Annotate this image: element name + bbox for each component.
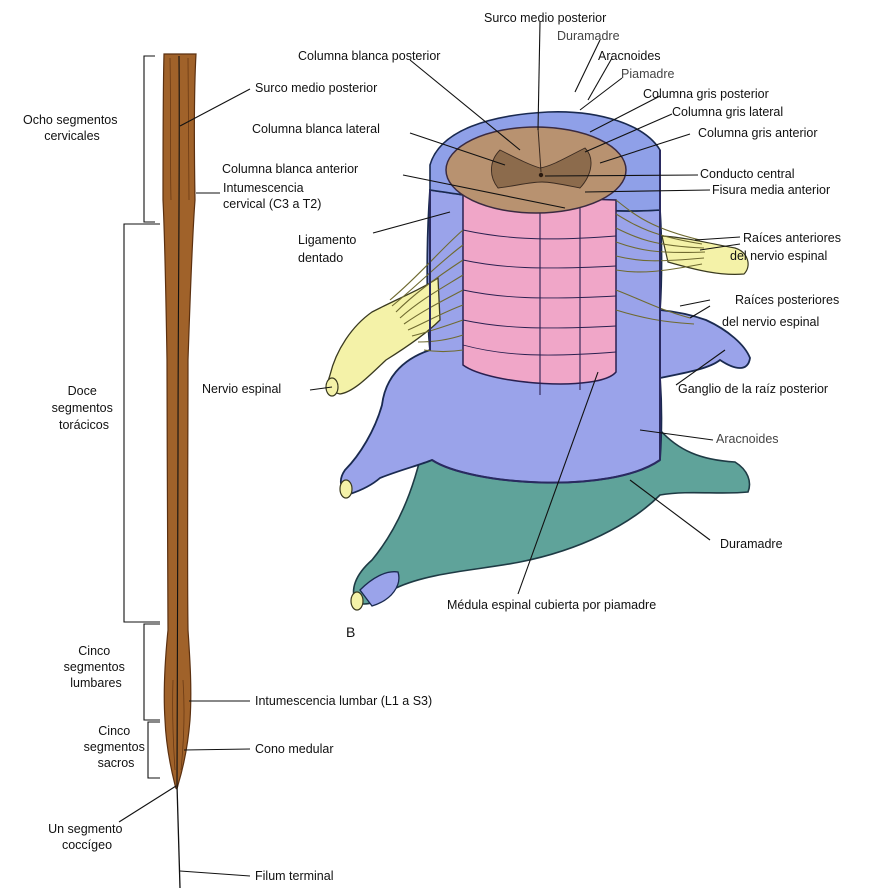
label-un-segmento: Un segmento coccígeo bbox=[48, 822, 126, 852]
label-ocho-segmentos: Ocho segmentos cervicales bbox=[23, 113, 121, 143]
whole-spinal-cord bbox=[119, 54, 250, 888]
label-intumescencia-cervical: Intumescencia cervical (C3 a T2) bbox=[223, 181, 321, 211]
label-aracnoides-bottom: Aracnoides bbox=[716, 432, 779, 446]
label-intumescencia-lumbar: Intumescencia lumbar (L1 a S3) bbox=[255, 694, 432, 708]
label-conducto-central: Conducto central bbox=[700, 167, 795, 181]
label-piamadre: Piamadre bbox=[621, 67, 675, 81]
label-columna-gris-anterior: Columna gris anterior bbox=[698, 126, 818, 140]
label-ligamento-dentado: Ligamento dentado bbox=[298, 233, 360, 265]
label-ganglio-raiz-posterior: Ganglio de la raíz posterior bbox=[678, 382, 828, 396]
brace-lumbar bbox=[144, 624, 160, 720]
label-medula-espinal-piamadre: Médula espinal cubierta por piamadre bbox=[447, 598, 656, 612]
label-duramadre-top: Duramadre bbox=[557, 29, 620, 43]
label-aracnoides-top: Aracnoides bbox=[598, 49, 661, 63]
label-columna-gris-lateral: Columna gris lateral bbox=[672, 105, 783, 119]
filum-terminale-line bbox=[177, 785, 180, 888]
brace-coccygeal-leader bbox=[119, 786, 176, 822]
label-cono-medular: Cono medular bbox=[255, 742, 334, 756]
leader-filum-terminal bbox=[180, 871, 250, 876]
label-cinco-sacros: Cinco segmentos sacros bbox=[84, 724, 149, 770]
label-duramadre-bottom: Duramadre bbox=[720, 537, 783, 551]
brace-cervical bbox=[144, 56, 155, 222]
label-raices-anteriores: Raíces anteriores del nervio espinal bbox=[730, 231, 844, 263]
label-surco-medio-posterior: Surco medio posterior bbox=[484, 11, 606, 25]
label-nervio-espinal: Nervio espinal bbox=[202, 382, 281, 396]
cord-section-illustration bbox=[326, 112, 750, 610]
label-columna-gris-posterior: Columna gris posterior bbox=[643, 87, 769, 101]
label-raices-posteriores: Raíces posteriores del nervio espinal bbox=[722, 293, 843, 329]
label-surco-medio-left: Surco medio posterior bbox=[255, 81, 377, 95]
brace-sacral bbox=[148, 722, 160, 778]
nerve-cut-end-lower-2 bbox=[351, 592, 363, 610]
label-columna-blanca-posterior: Columna blanca posterior bbox=[298, 49, 440, 63]
label-doce-segmentos: Doce segmentos torácicos bbox=[52, 384, 117, 432]
label-filum-terminal: Filum terminal bbox=[255, 869, 334, 883]
central-canal bbox=[539, 173, 543, 177]
label-columna-blanca-anterior: Columna blanca anterior bbox=[222, 162, 358, 176]
panel-letter-b: B bbox=[346, 624, 355, 640]
nerve-cut-end-lower-1 bbox=[340, 480, 352, 498]
label-cinco-lumbares: Cinco segmentos lumbares bbox=[64, 644, 129, 690]
brace-thoracic bbox=[124, 224, 160, 622]
label-fisura-media-anterior: Fisura media anterior bbox=[712, 183, 830, 197]
leader-cono-medular bbox=[184, 749, 250, 750]
left-structure-labels: Surco medio posterior Intumescencia cerv… bbox=[223, 81, 432, 883]
label-columna-blanca-lateral: Columna blanca lateral bbox=[252, 122, 380, 136]
